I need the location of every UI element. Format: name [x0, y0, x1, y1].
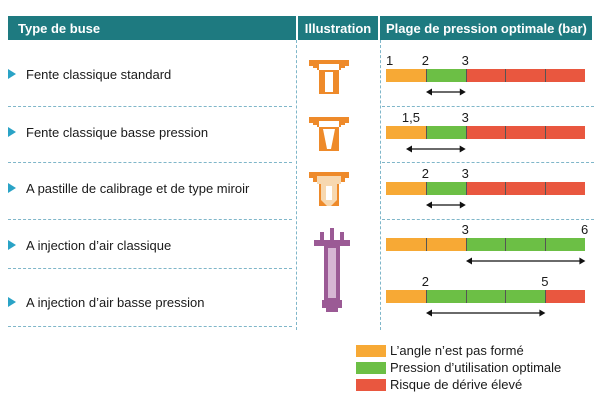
header-type-de-buse: Type de buse [8, 16, 296, 40]
pressure-bar [386, 290, 585, 303]
bar-tick [505, 69, 507, 82]
bar-tick [505, 182, 507, 195]
pressure-value-label: 3 [461, 222, 469, 237]
row-label-fente-basse-pression: Fente classique basse pression [8, 122, 208, 142]
pressure-value-label: 3 [461, 53, 469, 68]
legend-item-pression-optimale: Pression d’utilisation optimale [356, 360, 561, 375]
row-marker-icon [8, 127, 16, 137]
nozzle-pastille-miroir-icon [309, 172, 349, 206]
bar-tick [505, 290, 507, 303]
header-pressure-range: Plage de pression optimale (bar) [380, 16, 592, 40]
row-separator [382, 219, 594, 220]
legend-swatch [356, 378, 386, 391]
legend-swatch [356, 344, 386, 357]
segment-angle-non-forme [386, 182, 426, 195]
pressure-value-label: 2 [421, 53, 430, 68]
segment-angle-non-forme [386, 290, 426, 303]
pressure-value-label: 5 [541, 274, 549, 289]
legend-item-risque-derive: Risque de dérive élevé [356, 377, 522, 392]
row-label-text: Fente classique basse pression [26, 124, 209, 140]
row-separator [8, 326, 292, 327]
bar-tick [425, 238, 427, 251]
bar-tick [545, 69, 547, 82]
nozzle-fente-basse-pression-icon [309, 117, 349, 151]
row-label-injection-air-classique: A injection d’air classique [8, 235, 171, 255]
bar-tick [545, 182, 547, 195]
header-illustration: Illustration [298, 16, 378, 40]
row-label-pastille-miroir: A pastille de calibrage et de type miroi… [8, 178, 249, 198]
pressure-value-label: 2 [421, 166, 430, 181]
row-label-text: A pastille de calibrage et de type miroi… [26, 180, 250, 196]
legend-label: Risque de dérive élevé [390, 377, 523, 392]
segment-risque-derive [465, 69, 585, 82]
bar-tick [465, 126, 467, 139]
legend-label: Pression d’utilisation optimale [390, 360, 562, 375]
nozzle-fente-standard-icon [309, 60, 349, 94]
bar-tick [545, 238, 547, 251]
column-divider-left [296, 40, 297, 330]
pressure-bar [386, 126, 585, 139]
bar-tick [465, 290, 467, 303]
row-separator [8, 106, 292, 107]
legend-label: L’angle n’est pas formé [390, 343, 524, 358]
pressure-value-label: 3 [461, 110, 469, 125]
pressure-value-label: 6 [581, 222, 589, 237]
bar-tick [465, 69, 467, 82]
bar-tick [465, 238, 467, 251]
bar-tick [505, 238, 507, 251]
segment-angle-non-forme [386, 126, 426, 139]
row-marker-icon [8, 240, 16, 250]
pressure-bar [386, 182, 585, 195]
segment-risque-derive [545, 290, 585, 303]
legend-item-angle-non-forme: L’angle n’est pas formé [356, 343, 524, 358]
optimal-range-arrow-icon [425, 201, 466, 209]
pressure-bar [386, 238, 585, 251]
segment-pression-optimale [425, 182, 466, 195]
segment-risque-derive [465, 126, 585, 139]
pressure-bar [386, 69, 585, 82]
optimal-range-arrow-icon [465, 257, 585, 265]
row-separator [382, 162, 594, 163]
optimal-range-arrow-icon [405, 145, 466, 153]
bar-tick [545, 126, 547, 139]
legend-swatch [356, 361, 386, 374]
row-label-text: Fente classique standard [26, 66, 172, 82]
bar-tick [545, 290, 547, 303]
optimal-range-arrow-icon [425, 309, 546, 317]
bar-tick [425, 126, 427, 139]
segment-angle-non-forme [386, 69, 426, 82]
nozzle-injection-air-icon [314, 228, 350, 312]
bar-tick [505, 126, 507, 139]
segment-pression-optimale [425, 290, 546, 303]
row-separator [8, 268, 292, 269]
row-label-text: A injection d’air basse pression [26, 294, 205, 310]
bar-tick [425, 290, 427, 303]
row-marker-icon [8, 297, 16, 307]
row-separator [382, 106, 594, 107]
column-divider-right [380, 40, 381, 330]
bar-tick [425, 69, 427, 82]
row-label-injection-air-basse-pression: A injection d’air basse pression [8, 292, 205, 312]
pressure-value-label: 1,5 [401, 110, 420, 125]
row-label-text: A injection d’air classique [26, 237, 172, 253]
segment-pression-optimale [425, 126, 466, 139]
segment-pression-optimale [425, 69, 466, 82]
optimal-range-arrow-icon [425, 88, 466, 96]
bar-tick [425, 182, 427, 195]
segment-pression-optimale [465, 238, 585, 251]
row-separator [8, 162, 292, 163]
bar-tick [465, 182, 467, 195]
segment-risque-derive [465, 182, 585, 195]
row-label-fente-standard: Fente classique standard [8, 64, 171, 84]
pressure-value-label: 3 [461, 166, 469, 181]
row-marker-icon [8, 183, 16, 193]
row-separator [8, 219, 292, 220]
row-marker-icon [8, 69, 16, 79]
pressure-value-label: 1 [386, 53, 394, 68]
pressure-value-label: 2 [421, 274, 430, 289]
